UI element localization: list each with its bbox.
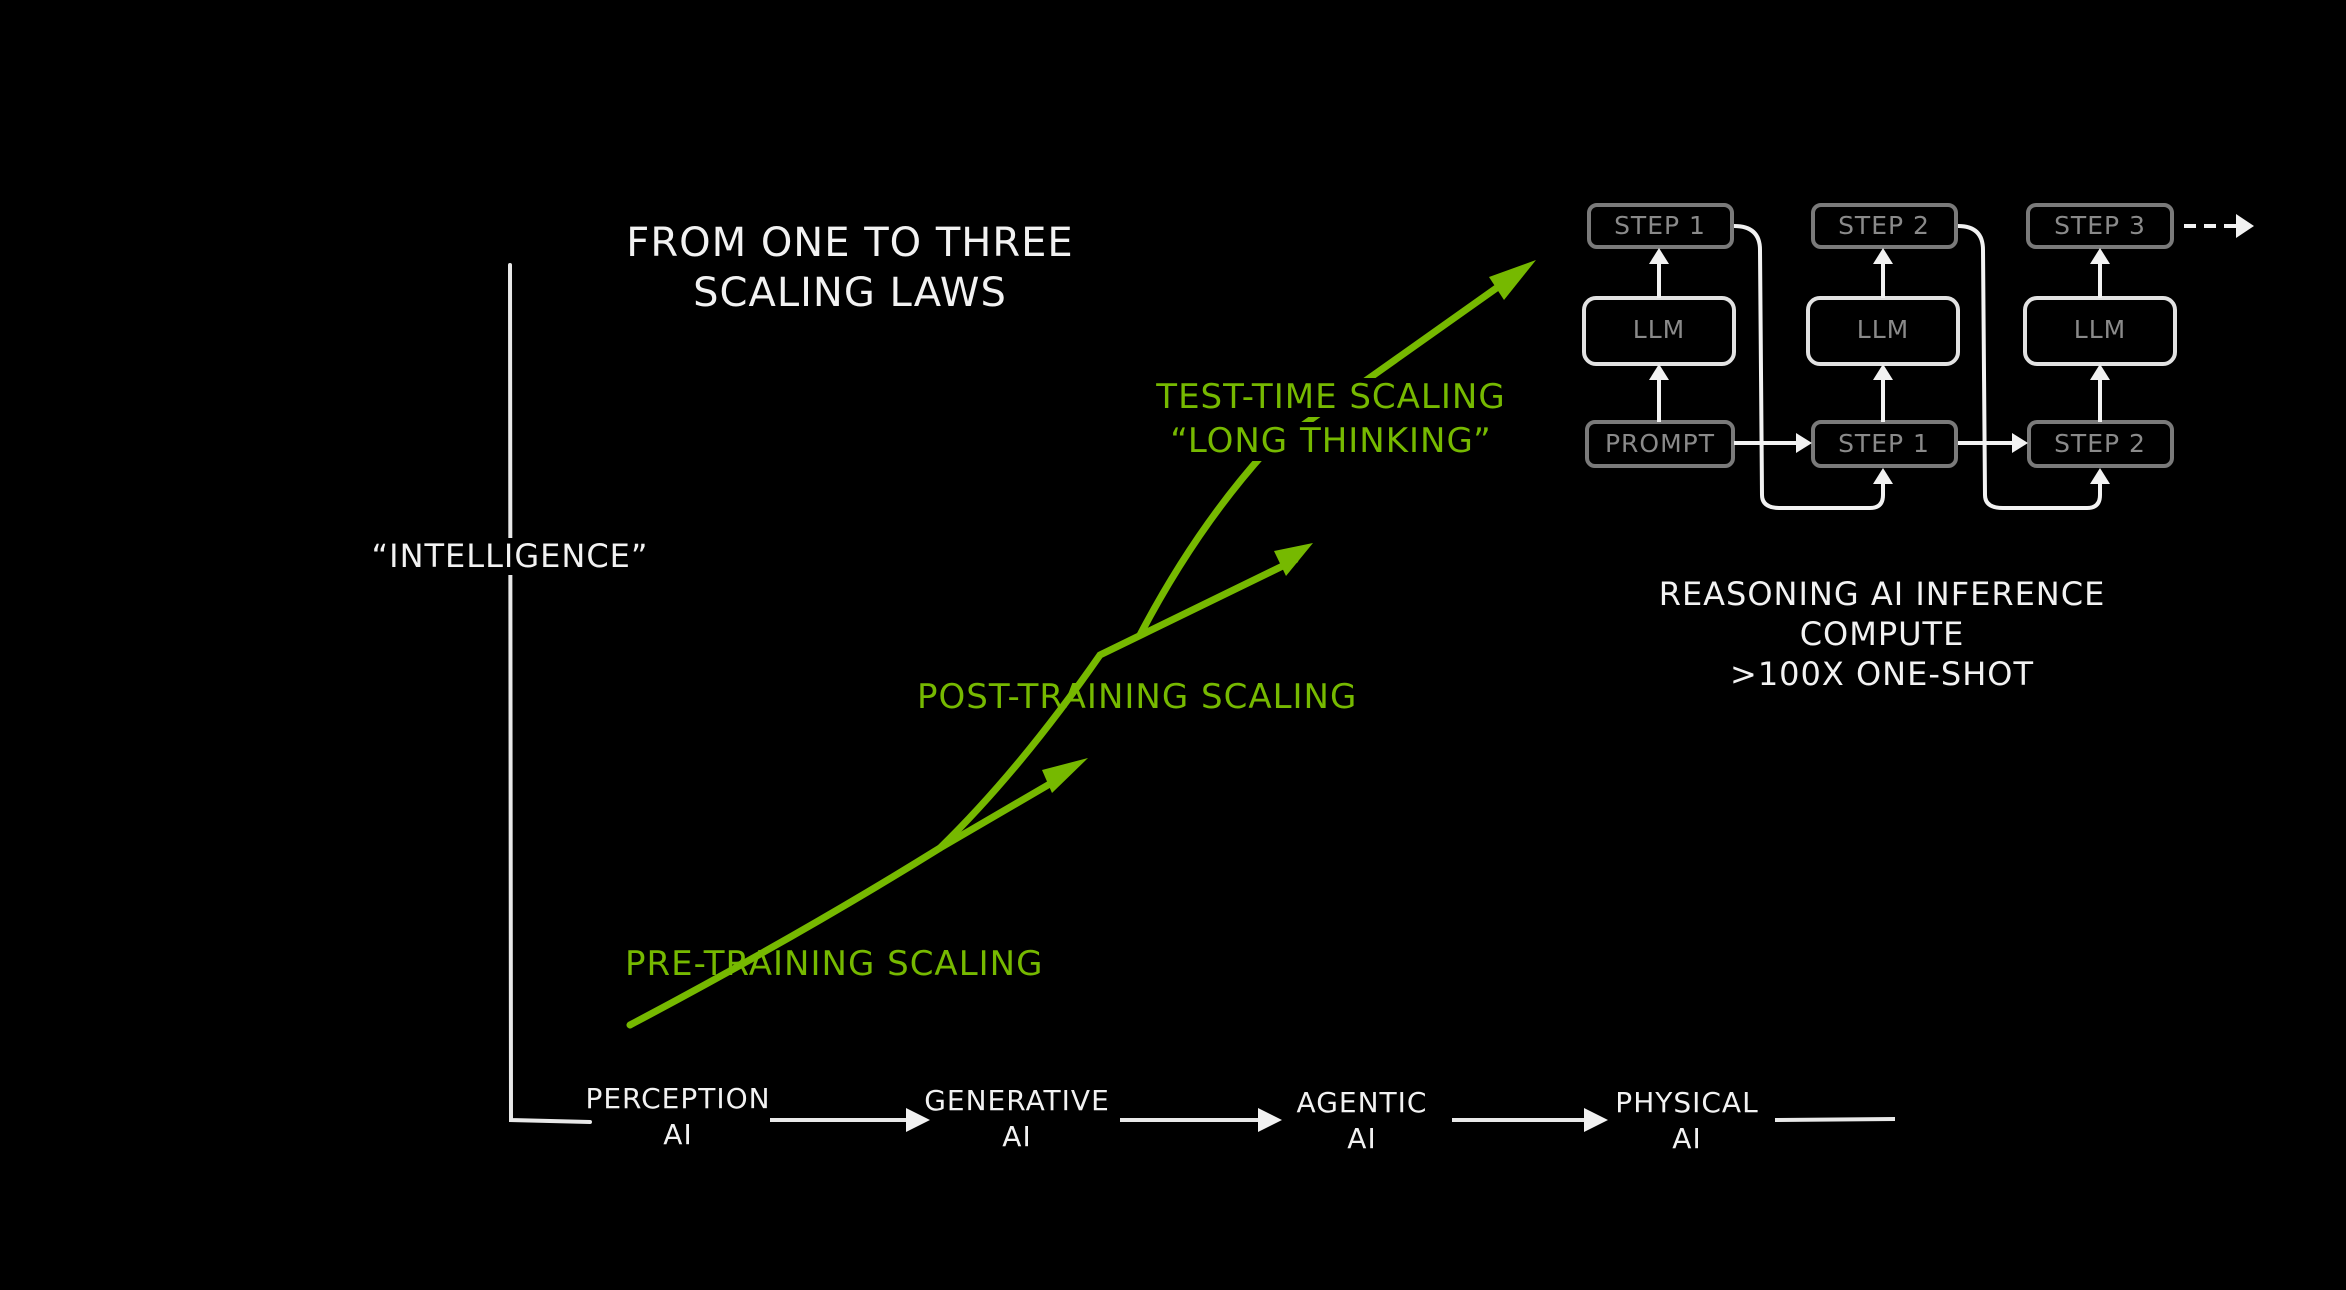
post-training-label: POST-TRAINING SCALING [917,677,1358,717]
title-line-2: SCALING LAWS [693,270,1007,316]
post-training-curve [936,556,1299,852]
x-stage-1-line-2: AI [663,1118,693,1151]
test-time-label-line-1: TEST-TIME SCALING [1150,377,1512,418]
x-axis-arrowhead-1 [906,1108,930,1132]
y-axis-line [508,263,592,1124]
flow-top-1-text: STEP 1 [1614,211,1706,240]
x-axis-segment-4 [1774,1117,1896,1122]
flow-bottom-3-text: STEP 2 [2054,429,2146,458]
flow-loop-2-arrowhead [2090,468,2110,484]
flow-continuation-arrowhead [2236,214,2254,238]
flow-box-top-2 [1811,203,1958,249]
flow-loop-1-arrowhead [1873,468,1893,484]
flow-llm-2-text: LLM [1856,315,1910,344]
x-stage-1-line-1: PERCEPTION [585,1082,771,1115]
flow-top-3-text: STEP 3 [2054,211,2146,240]
flow-box-top-1 [1587,203,1734,249]
flow-bottom-2-text: STEP 1 [1838,429,1930,458]
test-time-arrowhead [1489,260,1536,300]
flow-box-top-3 [2026,203,2174,249]
pre-training-arrowhead [1042,758,1088,793]
post-training-arrowhead [1274,543,1313,576]
reasoning-caption-line-2: COMPUTE [1799,615,1965,653]
x-stage-2-line-2: AI [1002,1120,1032,1153]
flow-llm-1-text: LLM [1632,315,1686,344]
pre-training-curve [626,774,1064,1029]
x-axis-arrowhead-2 [1258,1108,1282,1132]
flow-llm-3-text: LLM [2073,315,2127,344]
reasoning-caption-line-1: REASONING AI INFERENCE [1658,575,2106,613]
x-stage-4-line-1: PHYSICAL [1615,1086,1759,1119]
reasoning-caption-line-3: >100X ONE-SHOT [1730,655,2034,693]
x-stage-3-line-2: AI [1347,1122,1377,1155]
flow-vertical-connectors [1657,262,2102,422]
flow-loop-1 [1733,224,1885,510]
flow-bottom-1-text: PROMPT [1604,429,1716,458]
flow-loop-2 [1957,224,2102,510]
pre-training-label: PRE-TRAINING SCALING [625,944,1044,984]
y-axis-label: “INTELLIGENCE” [367,538,653,575]
x-stage-4-line-2: AI [1672,1122,1702,1155]
flow-vertical-arrowheads [1649,248,2110,380]
test-time-label-line-2: “LONG THINKING” [1164,421,1498,462]
flow-horizontal-arrowheads [1796,433,2028,453]
flow-top-2-text: STEP 2 [1838,211,1930,240]
title-line-1: FROM ONE TO THREE [626,220,1074,266]
x-axis-arrowhead-3 [1584,1108,1608,1132]
x-stage-2-line-1: GENERATIVE [924,1084,1110,1117]
test-time-curve [1136,278,1509,639]
x-stage-3-line-1: AGENTIC [1296,1086,1428,1119]
